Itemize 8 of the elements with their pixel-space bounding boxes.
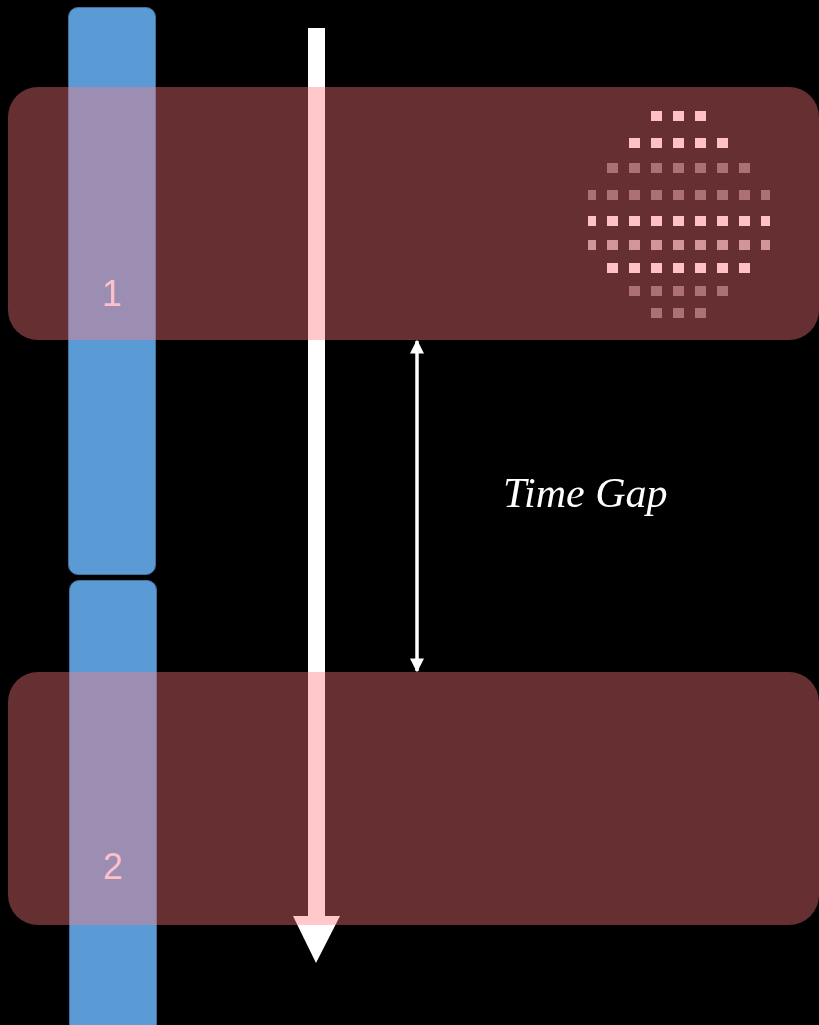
bar-number: 2 [102, 849, 124, 885]
translucent-band [8, 87, 819, 340]
vertical-bar [69, 580, 157, 1025]
gap-label: Time Gap [503, 472, 668, 514]
bar-number: 1 [101, 276, 123, 312]
vertical-bar [68, 7, 156, 575]
double-arrow [410, 339, 424, 673]
translucent-band [8, 672, 819, 925]
